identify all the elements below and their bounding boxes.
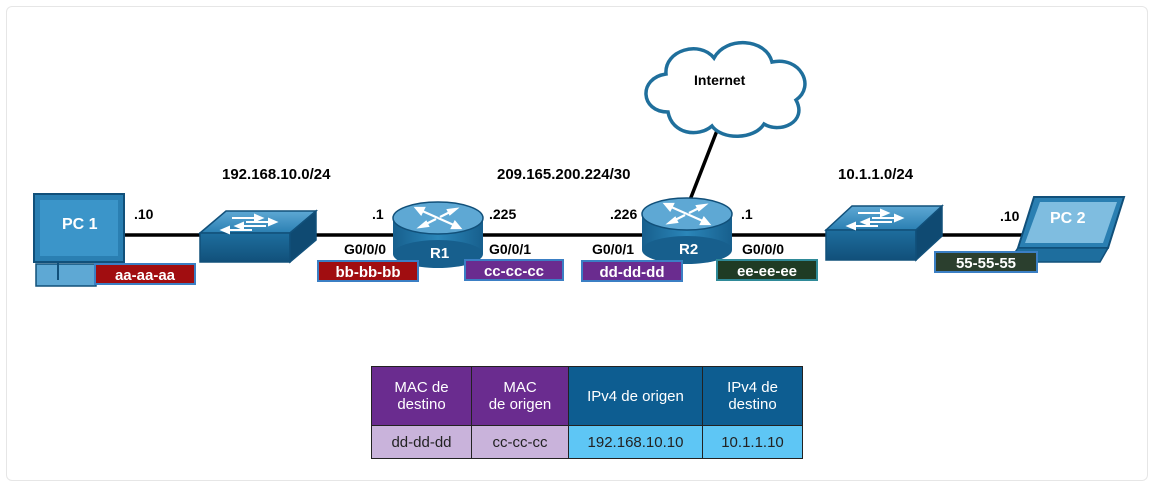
r1-right-host-label: .225 (489, 206, 517, 222)
header-mac-destino: MAC de destino (371, 366, 472, 426)
r2-right-interface-label: G0/0/0 (742, 241, 785, 257)
cell-mac-destino: dd-dd-dd (371, 425, 472, 459)
pc2-host-label: .10 (1000, 208, 1020, 224)
router-icon (641, 197, 733, 264)
internet-label: Internet (694, 72, 746, 88)
header-ipv4-origen: IPv4 de origen (568, 366, 703, 426)
pc1-mac-badge: aa-aa-aa (94, 263, 196, 285)
r2-left-interface-label: G0/0/1 (592, 241, 635, 257)
network-right-label: 10.1.1.0/24 (838, 166, 914, 183)
r2-right-mac-badge: ee-ee-ee (716, 259, 818, 281)
links (120, 127, 1040, 237)
r2-left-mac-badge: dd-dd-dd (581, 260, 683, 282)
table-row: dd-dd-dd cc-cc-cc 192.168.10.10 10.1.1.1… (371, 425, 803, 459)
r2-label: R2 (679, 241, 699, 258)
diagram-frame (6, 6, 1148, 481)
pc1-label: PC 1 (62, 216, 98, 233)
switch-icon (824, 204, 944, 262)
link-r2-internet (686, 127, 720, 206)
pc-icon (33, 193, 125, 287)
r2-right-host-label: .1 (741, 206, 753, 222)
pc2-mac-badge: 55-55-55 (934, 251, 1038, 273)
table-header-row: MAC de destino MAC de origen IPv4 de ori… (371, 366, 803, 426)
switch-icon (197, 209, 319, 264)
header-ipv4-destino: IPv4 de destino (702, 366, 803, 426)
r1-left-mac-badge: bb-bb-bb (317, 260, 419, 282)
r2-left-host-label: .226 (610, 206, 638, 222)
pc2-label: PC 2 (1050, 210, 1086, 227)
frame-header-table: MAC de destino MAC de origen IPv4 de ori… (371, 366, 803, 459)
cell-ipv4-destino: 10.1.1.10 (702, 425, 803, 459)
r1-left-interface-label: G0/0/0 (344, 241, 387, 257)
cell-mac-origen: cc-cc-cc (471, 425, 569, 459)
r1-right-mac-badge: cc-cc-cc (464, 259, 564, 281)
pc1-host-label: .10 (134, 206, 154, 222)
r1-left-host-label: .1 (372, 206, 384, 222)
r1-right-interface-label: G0/0/1 (489, 241, 532, 257)
header-mac-origen: MAC de origen (471, 366, 569, 426)
cell-ipv4-origen: 192.168.10.10 (568, 425, 703, 459)
cloud-icon (644, 41, 807, 138)
r1-label: R1 (430, 245, 450, 262)
network-middle-label: 209.165.200.224/30 (497, 166, 631, 183)
network-left-label: 192.168.10.0/24 (222, 166, 331, 183)
